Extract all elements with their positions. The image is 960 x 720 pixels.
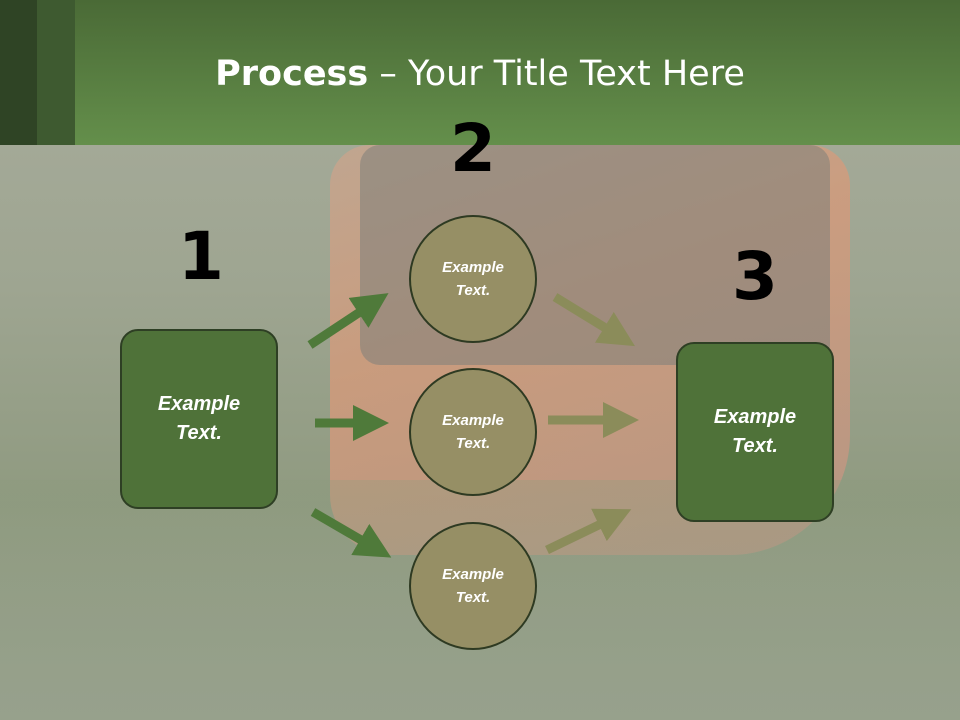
header-bar: Process – Your Title Text Here [0, 0, 960, 145]
arrow-2a-to-3 [552, 293, 636, 347]
step-1-box: Example Text. [120, 329, 278, 509]
step-2-circle-1: Example Text. [409, 215, 537, 343]
header-strip-dark [0, 0, 37, 145]
step-number-3: 3 [732, 238, 778, 315]
title-rest: – Your Title Text Here [368, 54, 745, 94]
arrow-1-to-2a [307, 293, 389, 349]
arrow-1-to-2c [310, 508, 392, 558]
circle-text: Example Text. [442, 259, 504, 299]
title-bold: Process [215, 54, 369, 94]
step-number-2: 2 [450, 110, 496, 187]
step-1-text: Example Text. [157, 393, 241, 444]
step-3-box: Example Text. [676, 342, 834, 522]
step-3-text: Example Text. [713, 406, 797, 457]
step-2-circle-3: Example Text. [409, 522, 537, 650]
arrow-2c-to-3 [545, 508, 632, 555]
circle-text: Example Text. [442, 566, 504, 606]
circle-text: Example Text. [442, 412, 504, 452]
step-2-circle-2: Example Text. [409, 368, 537, 496]
step-number-1: 1 [178, 218, 224, 295]
slide-title: Process – Your Title Text Here [0, 54, 960, 94]
header-strip-mid [37, 0, 75, 145]
